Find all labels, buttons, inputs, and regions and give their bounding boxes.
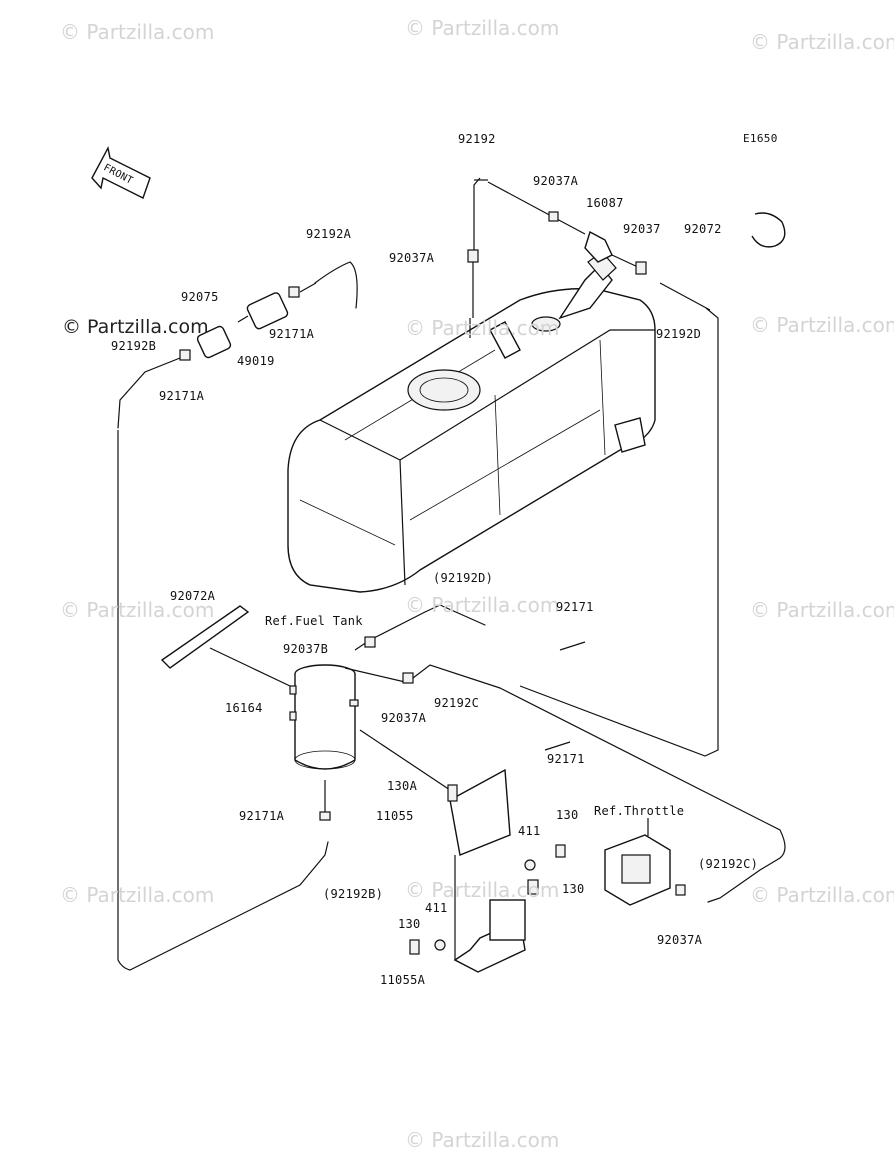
part-label: 92171 — [556, 600, 594, 614]
part-label: 92037B — [283, 642, 329, 656]
part-label: 130 — [398, 917, 421, 931]
breather-hoses-top — [467, 177, 786, 757]
throttle-body — [604, 818, 686, 906]
watermark: © Partzilla.com — [60, 20, 215, 44]
watermark: © Partzilla.com — [62, 316, 209, 338]
part-label: 49019 — [237, 354, 275, 368]
part-label: (92192D) — [433, 571, 494, 585]
part-label: 92072A — [170, 589, 216, 603]
part-label: 92171A — [239, 809, 285, 823]
part-label: 130 — [562, 882, 585, 896]
watermark: © Partzilla.com — [60, 598, 215, 622]
watermark: © Partzilla.com — [405, 878, 560, 902]
watermark: © Partzilla.com — [750, 30, 894, 54]
part-label: 92037 — [623, 222, 661, 236]
part-label: 130A — [387, 779, 418, 793]
watermark: © Partzilla.com — [405, 593, 560, 617]
part-label: 92192C — [434, 696, 480, 710]
part-label: 92192D — [656, 327, 702, 341]
fuel-filter-line — [117, 261, 358, 971]
watermark: © Partzilla.com — [405, 316, 560, 340]
breather-hoses-mid — [344, 604, 786, 903]
part-label: 92192B — [111, 339, 157, 353]
part-label: 92037A — [657, 933, 703, 947]
part-label: 92171A — [159, 389, 205, 403]
part-label: (92192B) — [323, 887, 384, 901]
watermark: © Partzilla.com — [60, 883, 215, 907]
canister — [160, 605, 451, 821]
part-label: 16164 — [225, 701, 263, 715]
part-label: 92192A — [306, 227, 352, 241]
part-label: 92171 — [547, 752, 585, 766]
brackets — [409, 768, 566, 973]
part-label: 92037A — [381, 711, 427, 725]
part-label: (92192C) — [698, 857, 759, 871]
front-arrow-icon — [91, 145, 151, 199]
part-label: 92072 — [684, 222, 722, 236]
watermark: © Partzilla.com — [405, 16, 560, 40]
part-label: 411 — [518, 824, 541, 838]
ref-fuel-tank-label: Ref.Fuel Tank — [265, 614, 363, 628]
part-label: 11055 — [376, 809, 414, 823]
watermark: © Partzilla.com — [750, 313, 894, 337]
part-label: 411 — [425, 901, 448, 915]
part-label: 92037A — [533, 174, 579, 188]
ref-throttle-label: Ref.Throttle — [594, 804, 685, 818]
watermark: © Partzilla.com — [750, 883, 894, 907]
part-label: 92192 — [458, 132, 496, 146]
part-label: 16087 — [586, 196, 624, 210]
part-label: 92171A — [269, 327, 315, 341]
part-label: 11055A — [380, 973, 426, 987]
part-label: 130 — [556, 808, 579, 822]
watermark: © Partzilla.com — [405, 1128, 560, 1152]
watermark: © Partzilla.com — [750, 598, 894, 622]
part-label: 92037A — [389, 251, 435, 265]
part-label: 92075 — [181, 290, 219, 304]
diagram-code: E1650 — [743, 132, 778, 145]
fuel-tank — [287, 251, 656, 593]
